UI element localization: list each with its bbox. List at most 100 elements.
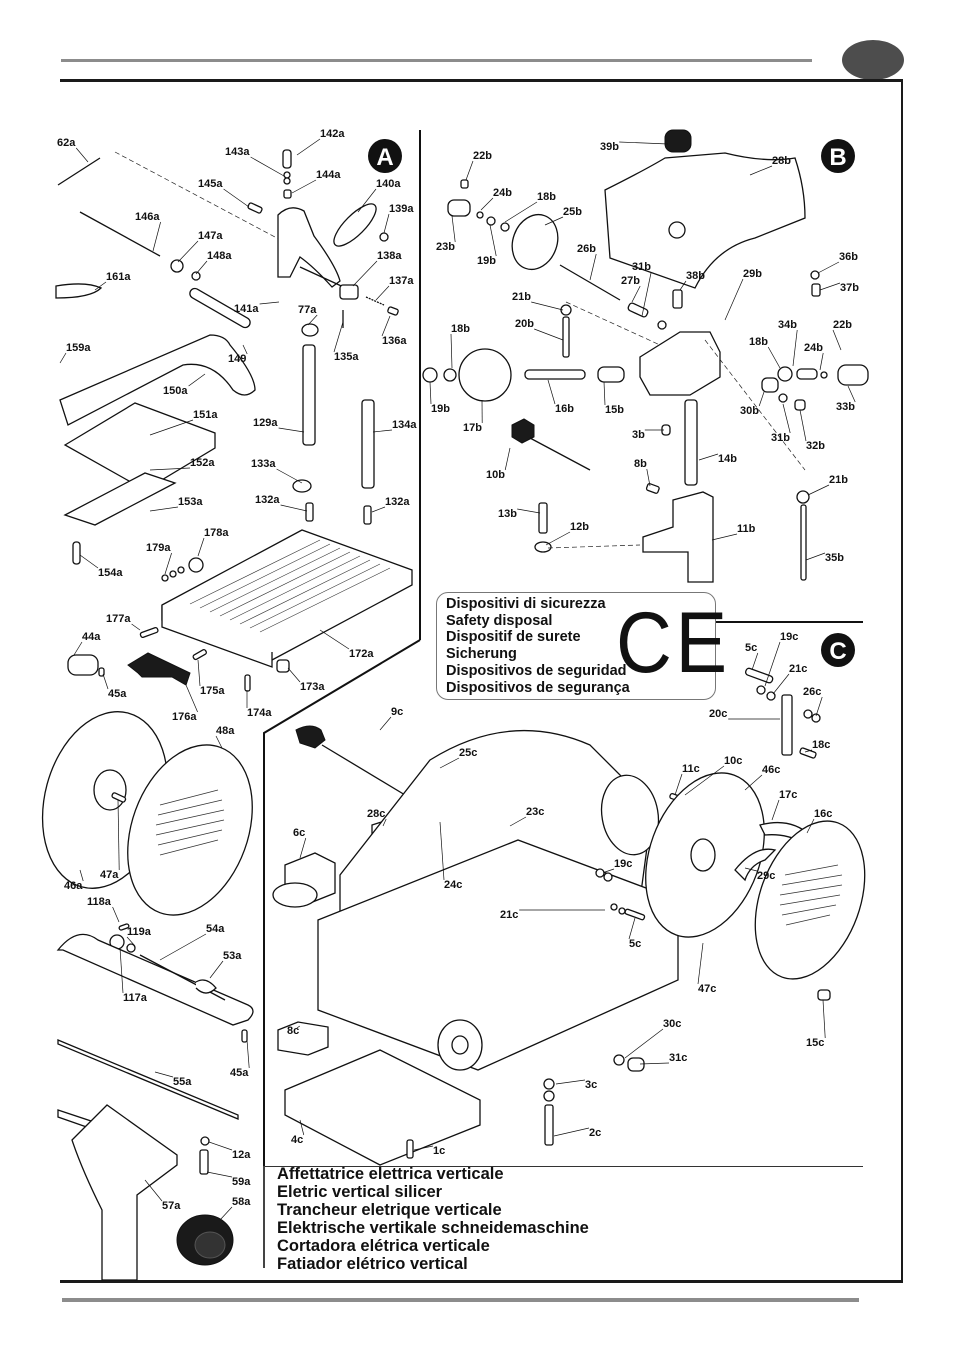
part-callout: 173a [287, 667, 325, 693]
leader-line [767, 346, 781, 369]
part-number-label: 26c [803, 686, 821, 698]
leader-line [413, 1145, 434, 1151]
title-vrule [263, 1166, 265, 1268]
part-number-label: 136a [382, 335, 407, 347]
part-number-label: 21c [500, 909, 518, 921]
leader-line [291, 179, 317, 194]
part-number-label: 152a [190, 457, 215, 469]
part-callout: 141a [234, 301, 280, 315]
part-callout: 146a [135, 211, 161, 252]
leader-line [641, 271, 652, 317]
part-number-label: 22b [473, 150, 492, 162]
section-b-parts [422, 129, 869, 583]
leader-line [764, 641, 781, 687]
part-callout: 177a [106, 613, 141, 631]
part-callout: 59a [206, 1171, 251, 1188]
part-callout: 3b [632, 429, 664, 441]
part-callout: 159a [59, 342, 91, 364]
part-number-label: 13b [498, 508, 517, 520]
part-callout: 12a [208, 1141, 251, 1161]
part-callout: 179a [146, 542, 172, 575]
part-number-label: 62a [57, 137, 76, 149]
part-number-label: 19b [477, 255, 496, 267]
part-callout: 11c [674, 763, 700, 796]
leader-line [545, 531, 571, 546]
part-callout: 36b [817, 251, 858, 274]
leader-line [149, 419, 194, 436]
leader-line [352, 260, 378, 287]
part-number-label: 25b [563, 206, 582, 218]
part-number-label: 134a [392, 419, 417, 431]
leader-line [517, 508, 541, 514]
part-number-label: 149 [228, 353, 246, 365]
leader-line [646, 468, 651, 487]
leader-line [195, 260, 208, 275]
part-number-label: 12b [570, 521, 589, 533]
leader-line [59, 352, 67, 364]
leader-line [246, 1039, 250, 1069]
part-callout: 28b [749, 155, 791, 176]
part-number-label: 133a [251, 458, 276, 470]
part-callout: 1c [413, 1145, 445, 1157]
part-callout: 22b [465, 150, 492, 181]
part-number-label: 148a [207, 250, 232, 262]
leader-line [619, 141, 669, 145]
leader-line [531, 301, 564, 311]
part-callout: 153a [149, 496, 203, 512]
part-number-label: 47c [698, 983, 716, 995]
leader-line [177, 240, 199, 263]
part-number-label: 138a [377, 250, 402, 262]
leader-line [804, 749, 813, 753]
badge-c-label: C [829, 638, 846, 665]
part-number-label: 37b [840, 282, 859, 294]
part-callout: 77a [298, 304, 318, 326]
part-number-label: 142a [320, 128, 345, 140]
part-number-label: 159a [66, 342, 91, 354]
part-callout: 145a [198, 178, 250, 208]
part-number-label: 36b [839, 251, 858, 263]
leader-line [684, 765, 725, 796]
leader-line [679, 280, 687, 291]
leader-line [131, 623, 141, 631]
part-number-label: 3c [585, 1079, 597, 1091]
part-number-label: 46a [64, 880, 83, 892]
part-number-label: 10c [724, 755, 742, 767]
part-callout: 38b [679, 270, 705, 291]
leader-line [159, 933, 207, 961]
part-callout: 46c [744, 764, 780, 791]
leader-line [724, 278, 744, 321]
part-number-label: 45a [230, 1067, 249, 1079]
leader-line [102, 673, 109, 690]
part-callout: 139a [383, 203, 414, 234]
part-callout: 138a [352, 250, 402, 287]
part-number-label: 24b [804, 342, 823, 354]
part-callout: 134a [372, 419, 417, 433]
leader-line [319, 629, 350, 650]
part-number-label: 19c [614, 858, 632, 870]
leader-line [307, 314, 318, 326]
leader-line [296, 1025, 301, 1029]
leader-line [219, 1206, 233, 1221]
part-callout: 21c [500, 909, 605, 921]
part-callout: 132a [371, 496, 410, 513]
leader-line [154, 1071, 174, 1078]
leader-line [299, 837, 307, 859]
part-callout: 53a [209, 950, 242, 979]
part-callout: 48a [215, 725, 235, 749]
part-callout: 23b [436, 215, 456, 253]
leader-line [215, 735, 223, 749]
product-title-line: Cortadora elétrica verticale [277, 1237, 490, 1255]
product-title-line: Fatiador elétrico vertical [277, 1255, 468, 1273]
part-number-label: 175a [200, 685, 225, 697]
part-number-label: 3b [632, 429, 645, 441]
leader-line [744, 867, 758, 872]
part-callout: 174a [246, 690, 272, 719]
part-number-label: 77a [298, 304, 317, 316]
part-callout: 9c [379, 706, 403, 731]
part-callout: 143a [225, 146, 285, 177]
part-number-label: 21b [829, 474, 848, 486]
part-callout: 19b [477, 224, 497, 267]
part-number-label: 16b [555, 403, 574, 415]
part-number-label: 119a [127, 926, 152, 938]
leader-line [504, 447, 511, 471]
